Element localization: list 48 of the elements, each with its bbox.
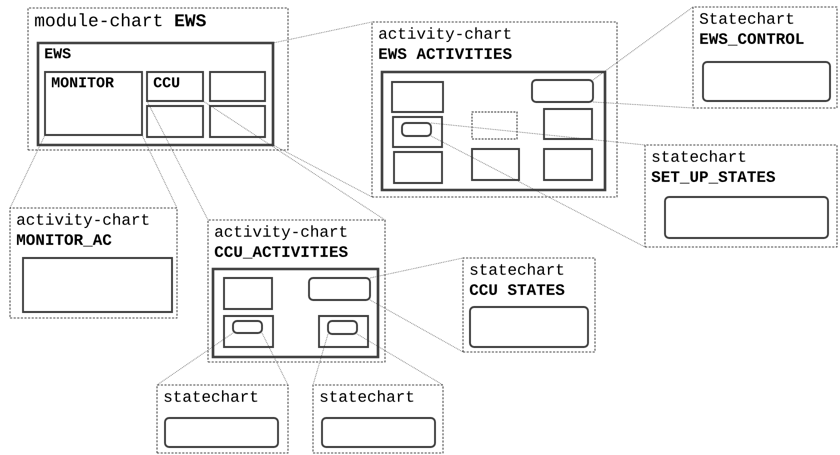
block-box [146,105,204,138]
block-box [543,148,593,181]
block-box [223,277,273,310]
state-box [702,61,831,102]
block-box [318,315,369,348]
state-box [321,417,436,448]
leader-line [430,136,646,248]
chart-frame: Statechart EWS_CONTROL [692,6,838,108]
chart-frame: activity-chart EWS ACTIVITIES [372,22,618,198]
block-box [212,268,380,358]
block-box [472,112,518,140]
state-box [327,320,358,335]
chart-frame: activity-chart MONITOR_AC [10,208,178,318]
state-box [164,417,279,448]
state-box [232,320,263,334]
block-box [393,151,443,184]
chart-frame: statechart CCU STATES [462,258,596,352]
leader-line [592,102,694,108]
state-box [469,306,589,348]
chart-frame: statechart [312,384,444,454]
block-box [392,116,443,148]
block-box [223,315,274,348]
block-box [471,148,520,181]
leader-line [430,122,646,146]
block-box [209,105,266,138]
block-box: CCU [146,71,204,102]
state-box [401,122,432,137]
block-box [391,81,444,113]
state-box [531,79,594,103]
leader-line [370,300,464,352]
leader-line [370,258,464,278]
block-box [209,71,266,102]
leader-line [272,144,372,198]
leader-line [356,334,444,386]
chart-frame: activity-chart CCU_ACTIVITIES [208,220,386,362]
state-box [664,196,829,239]
chart-frame: statechart [156,384,288,454]
block-box: MONITOR [44,71,143,136]
block-box [22,257,173,313]
block-box [380,70,606,192]
leader-line [142,134,178,208]
state-box [308,277,371,301]
block-box [543,108,593,140]
leader-line [592,6,694,80]
leader-line [156,332,234,386]
leader-line [272,22,372,44]
chart-frame: statechart SET_UP_STATES [644,144,838,248]
leader-line [10,134,46,208]
